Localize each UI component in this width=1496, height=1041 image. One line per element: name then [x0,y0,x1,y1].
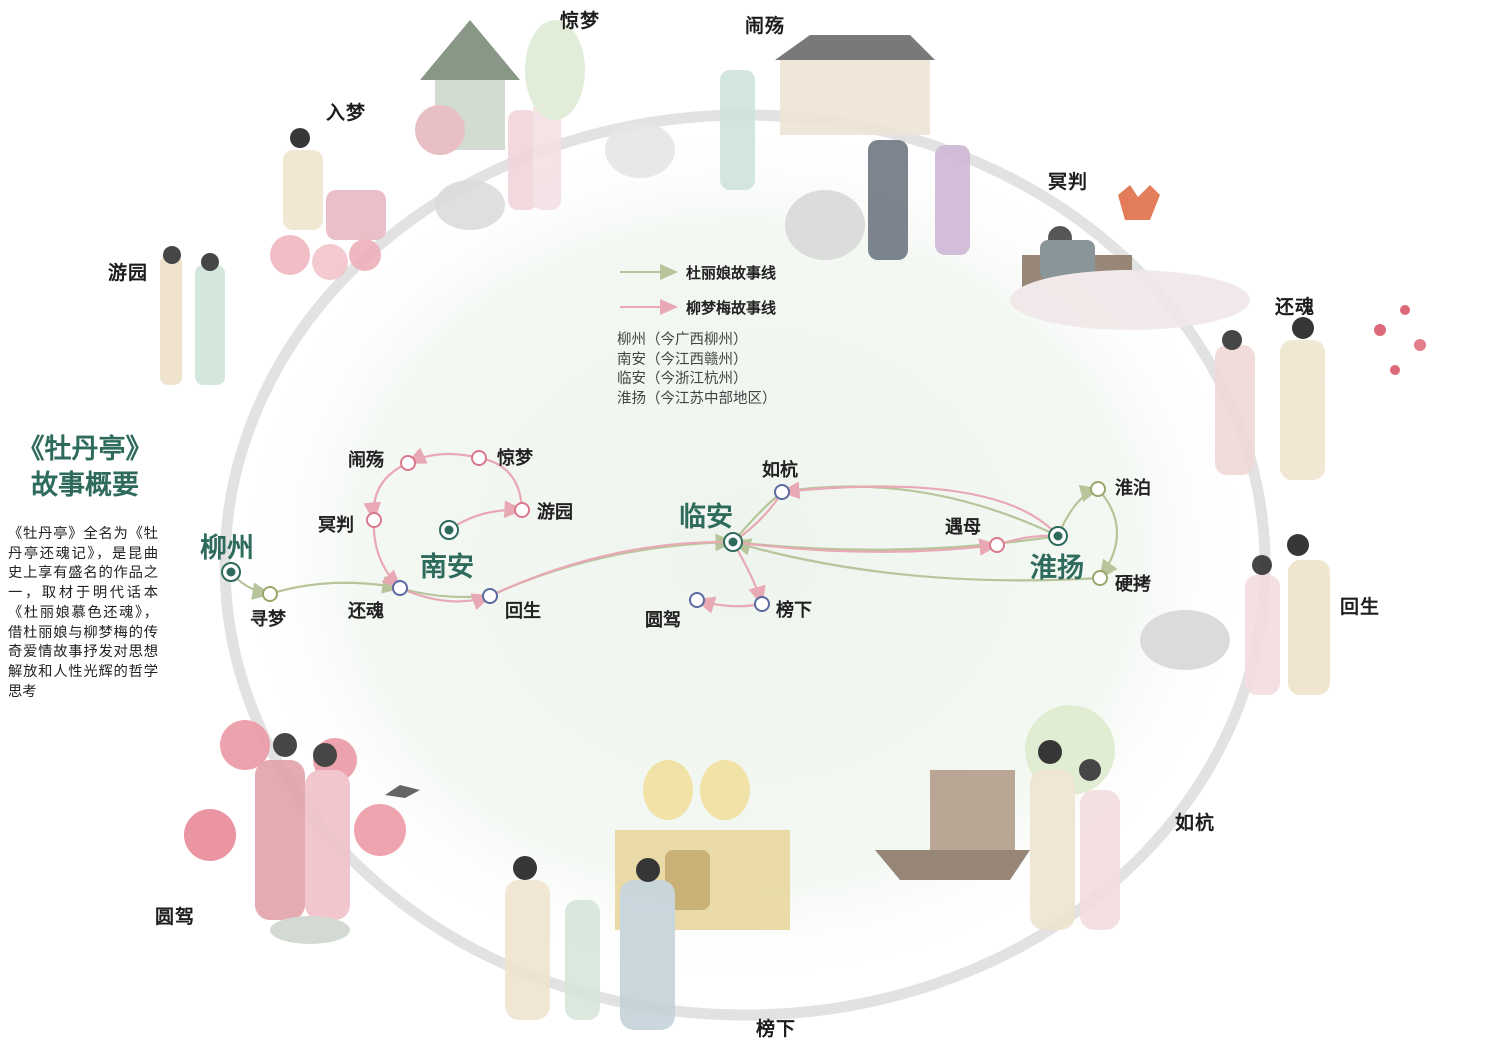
legend-du-label: 杜丽娘故事线 [686,264,777,282]
event-nodes [262,450,1108,612]
place-note: 淮扬（今江苏中部地区） [617,390,777,407]
city-label-huaiyang: 淮扬 [1030,553,1084,584]
node-label-huanhun: 还魂 [348,601,384,622]
node-label-mingpan: 冥判 [318,515,354,536]
node-label-yuanjia: 圆驾 [645,610,681,631]
scene-label-yuanjia: 圆驾 [155,906,196,928]
title-line-2: 故事概要 [31,470,139,501]
scene-illustrations [160,20,1426,1030]
title-line-1: 《牡丹亭》 [17,434,153,465]
scene-label-huisheng: 回生 [1340,596,1381,618]
node-label-huisheng: 回生 [505,601,541,622]
node-label-yumu: 遇母 [945,517,981,538]
city-nodes [221,520,1068,582]
place-notes: 柳州（今广西柳州） 南安（今江西赣州） 临安（今浙江杭州） 淮扬（今江苏中部地区… [617,331,777,409]
node-label-naoshang: 闹殇 [348,450,384,471]
description: 《牡丹亭》全名为《牡丹亭还魂记》，是昆曲史上享有盛名的作品之一，取材于明代话本《… [8,526,158,700]
scene-label-bangxia: 榜下 [756,1018,797,1040]
scene-label-mingpan: 冥判 [1048,171,1089,193]
scene-label-naoshang: 闹殇 [745,15,786,37]
node-label-jingmeng: 惊梦 [497,448,533,469]
city-label-liuzhou: 柳州 [200,533,254,564]
place-note: 柳州（今广西柳州） [617,332,748,348]
city-label-nanan: 南安 [420,552,474,583]
node-label-xunmeng: 寻梦 [250,609,286,630]
city-label-linan: 临安 [679,502,733,533]
node-label-yingkao: 硬拷 [1115,574,1151,595]
node-label-bangxia: 榜下 [776,600,812,621]
place-note: 南安（今江西赣州） [617,351,748,368]
scene-label-rumeng: 入梦 [326,102,367,124]
place-note: 临安（今浙江杭州） [617,371,748,387]
node-label-youyuan: 游园 [537,502,573,523]
legend-liu-label: 柳梦梅故事线 [686,299,777,317]
page-title: 《牡丹亭》 故事概要 [10,432,160,504]
scene-label-huanhun: 还魂 [1275,296,1316,318]
scene-label-ruhang: 如杭 [1175,812,1216,834]
node-label-huaibo: 淮泊 [1115,478,1151,499]
node-label-ruhang: 如杭 [762,460,798,481]
scene-label-jingmeng: 惊梦 [560,10,601,32]
scene-label-youyuan: 游园 [108,262,149,284]
